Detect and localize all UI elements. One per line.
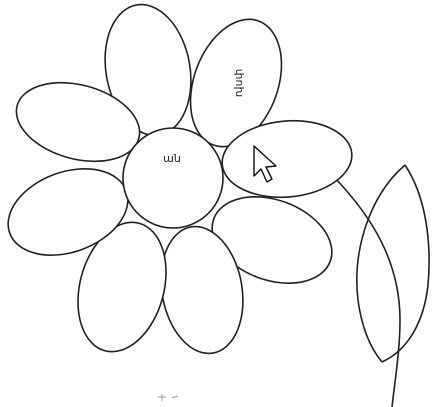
bottom-text-fragment	[158, 394, 178, 401]
flower-center-label: ան	[163, 152, 181, 165]
flower-center[interactable]: ան	[123, 128, 223, 228]
flower-stem	[335, 178, 400, 407]
petal-top-right-label: փոխ	[233, 69, 246, 97]
leaf-outline-right	[382, 165, 429, 362]
leaf-outline-left	[357, 165, 405, 362]
